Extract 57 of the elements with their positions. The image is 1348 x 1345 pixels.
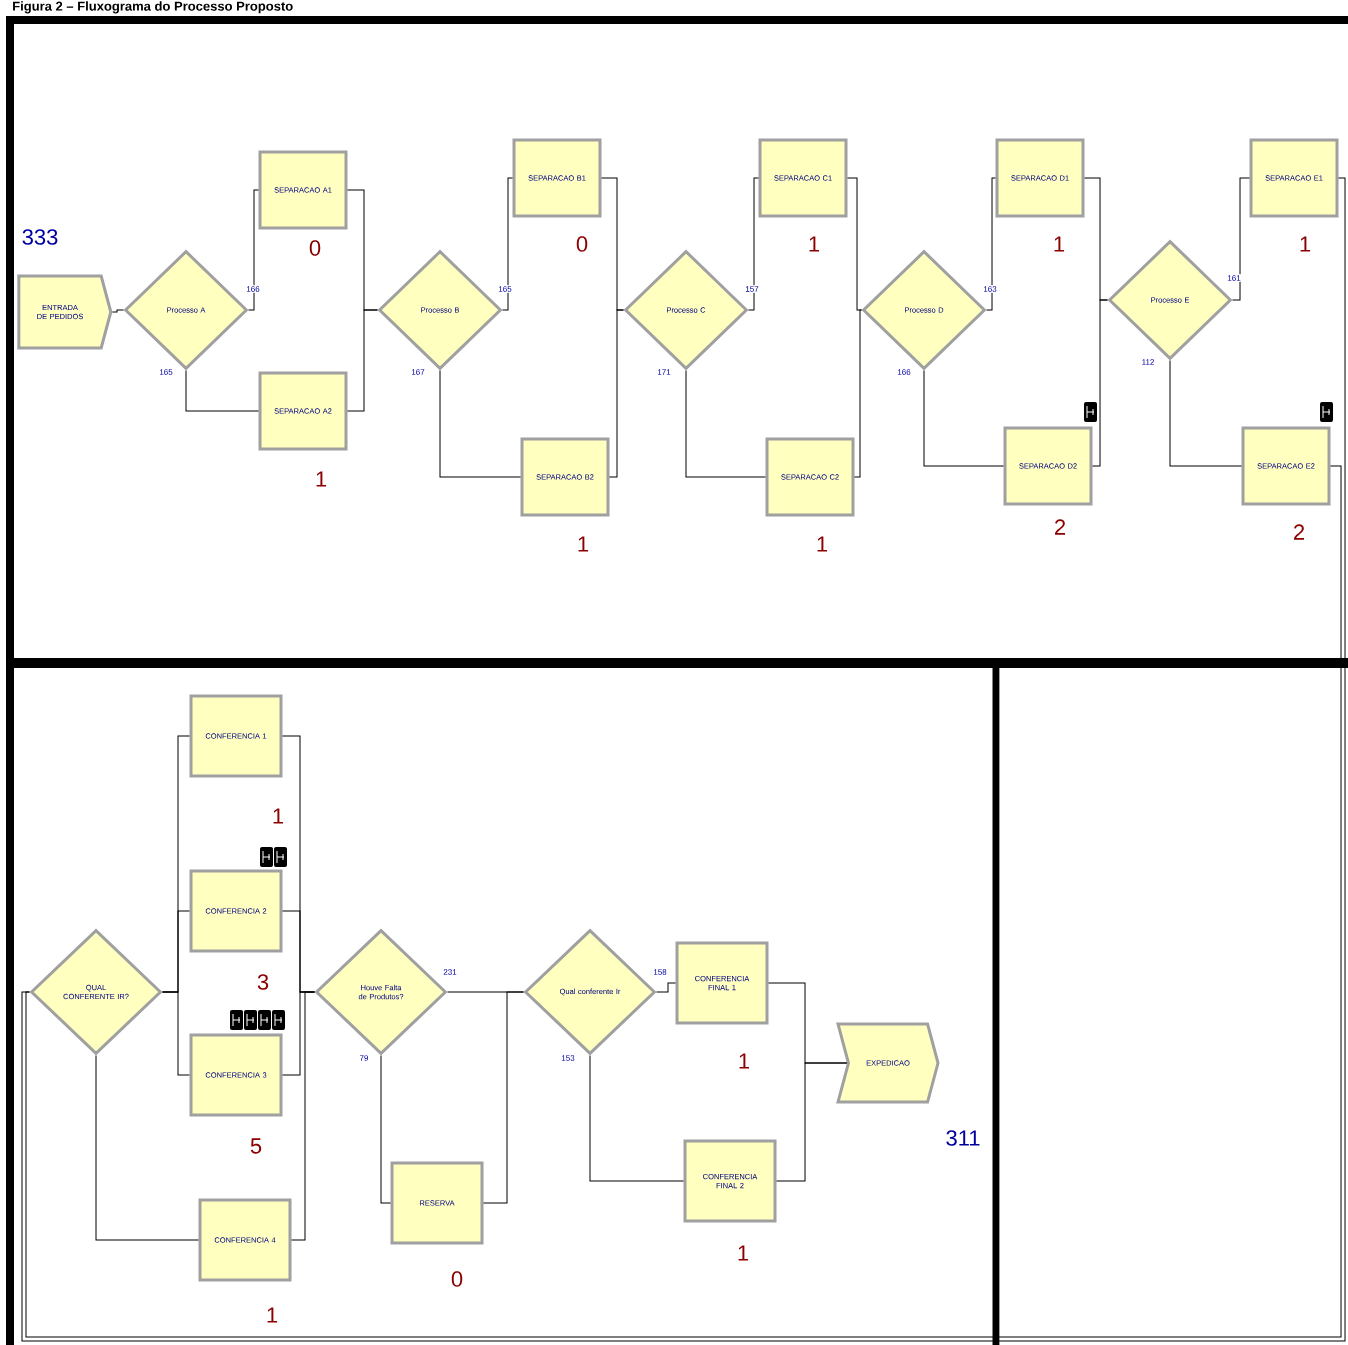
connector <box>1169 360 1242 467</box>
edge-label: 157 <box>745 286 759 292</box>
connector <box>1092 299 1108 467</box>
connector <box>748 177 759 311</box>
counter: 0 <box>576 236 588 252</box>
connector <box>111 309 124 313</box>
counter: 311 <box>946 1130 980 1146</box>
counter: 1 <box>1300 236 1311 252</box>
connector <box>685 370 766 478</box>
connector <box>483 991 524 1204</box>
connector <box>502 177 513 311</box>
connector <box>776 1062 848 1182</box>
connector <box>95 1055 199 1241</box>
connector <box>185 370 259 412</box>
edge-label: 166 <box>246 286 260 292</box>
connector <box>25 465 1342 1338</box>
connector <box>347 309 378 412</box>
edge-label: 163 <box>983 286 997 292</box>
edge-label: 79 <box>359 1055 369 1061</box>
connector <box>1232 177 1250 301</box>
connector <box>609 309 624 478</box>
edge-label: 112 <box>1142 359 1154 365</box>
counter: 1 <box>1054 236 1065 252</box>
connector <box>439 370 521 478</box>
counter: 1 <box>267 1307 278 1323</box>
counter: 1 <box>739 1053 750 1069</box>
counter: 1 <box>578 536 589 552</box>
counter: 2 <box>1294 524 1305 540</box>
counter: 5 <box>250 1138 262 1154</box>
connector <box>589 1055 684 1182</box>
edge-label: 165 <box>159 369 173 375</box>
edge-label: 153 <box>561 1055 575 1061</box>
connector <box>923 370 1004 467</box>
counter: 1 <box>316 471 327 487</box>
connector <box>847 177 862 311</box>
edge-label: 166 <box>897 369 911 375</box>
connector <box>380 1055 391 1204</box>
counter: 333 <box>22 229 58 245</box>
edge-label: 167 <box>411 369 425 375</box>
connector <box>248 189 259 311</box>
edge-label: 165 <box>498 286 512 292</box>
counter: 1 <box>273 808 284 824</box>
counter: 1 <box>738 1245 749 1261</box>
figure-title: Figura 2 – Fluxograma do Processo Proposto <box>13 1 293 14</box>
connector <box>162 991 190 1076</box>
counter: 0 <box>451 1271 463 1287</box>
counter: 1 <box>817 536 828 552</box>
counter: 0 <box>309 240 321 256</box>
connector <box>656 982 676 993</box>
connector <box>986 177 996 311</box>
counter: 1 <box>809 236 820 252</box>
edge-label: 171 <box>657 369 671 375</box>
counter: 2 <box>1055 519 1066 535</box>
counter: 3 <box>257 974 269 990</box>
connector <box>291 991 315 1241</box>
edge-label: 161 <box>1227 275 1241 281</box>
connector <box>854 309 862 478</box>
